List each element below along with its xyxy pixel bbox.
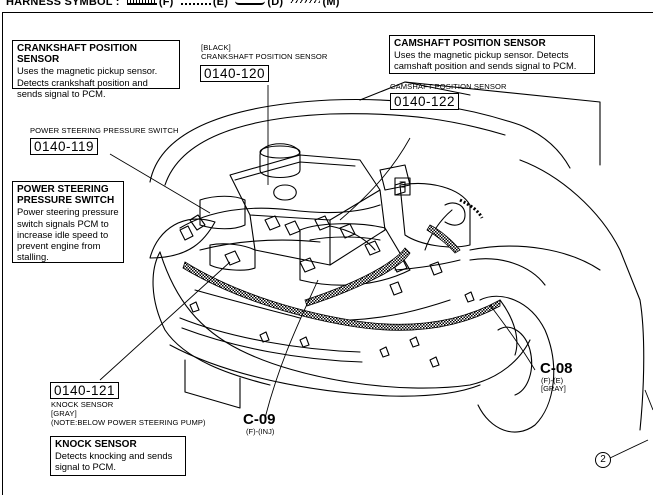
crankshaft-description-box: CRANKSHAFT POSITION SENSOR Uses the magn…	[12, 40, 180, 99]
camshaft-code: 0140-122	[390, 93, 460, 110]
knock-description-box: KNOCK SENSOR Detects knocking and sends …	[50, 436, 186, 476]
harness-symbol-m-icon	[290, 0, 321, 3]
headlight-left	[149, 218, 216, 259]
diagram-frame	[2, 12, 653, 495]
crankshaft-title: CRANKSHAFT POSITION SENSOR	[17, 43, 137, 66]
crankshaft-body: Uses the magnetic pickup sensor. Detects…	[17, 65, 158, 99]
leader-camshaft	[339, 137, 411, 221]
knock-code: 0140-121	[50, 382, 120, 399]
legend-label-e: (E)	[212, 0, 229, 8]
harness-intake	[304, 247, 411, 307]
lower-bumper	[169, 344, 481, 397]
leader-power-steering	[109, 153, 211, 214]
harness-symbol-legend: HARNESS SYMBOL : (F) (E) (D) (M)	[6, 0, 340, 10]
camshaft-name-label: CAMSHAFT POSITION SENSOR	[390, 82, 507, 91]
knock-note-label: (NOTE:BELOW POWER STEERING PUMP)	[51, 418, 206, 427]
harness-symbol-d-icon	[235, 0, 266, 5]
power-steering-code: 0140-119	[30, 138, 99, 155]
reservoir	[259, 143, 301, 179]
intake-manifold	[299, 223, 411, 286]
callout-2: 2	[595, 452, 611, 468]
crankshaft-code: 0140-120	[200, 65, 270, 82]
power-steering-title: POWER STEERING PRESSURE SWITCH	[17, 184, 115, 207]
power-steering-body: Power steering pressure switch signals P…	[17, 206, 119, 263]
right-fender	[519, 159, 645, 431]
camshaft-title: CAMSHAFT POSITION SENSOR	[394, 38, 546, 49]
leader-c09	[264, 279, 319, 419]
windshield	[359, 81, 601, 166]
air-intake	[399, 182, 471, 248]
harness-symbol-f-icon	[126, 0, 157, 5]
knock-title: KNOCK SENSOR	[55, 439, 137, 450]
crankshaft-color-label: [BLACK]	[201, 43, 231, 52]
front-tire	[477, 295, 555, 433]
harness-symbol-e-icon	[180, 0, 211, 5]
connector-c08-sub1: (F)-(E)	[541, 376, 564, 385]
hood-inner	[164, 113, 506, 186]
legend-label-d: (D)	[267, 0, 284, 8]
front-bumper	[159, 251, 531, 389]
knock-body: Detects knocking and sends signal to PCM…	[55, 450, 173, 473]
connector-c08: C-08	[540, 360, 573, 377]
camshaft-body: Uses the magnetic pickup sensor. Detects…	[394, 49, 577, 72]
connector-c09: C-09	[243, 411, 276, 428]
grille	[179, 317, 361, 353]
leader-c08	[489, 304, 536, 371]
harness-front	[182, 261, 501, 331]
connector-c08-sub2: [GRAY]	[541, 384, 566, 393]
legend-label-f: (F)	[158, 0, 174, 8]
power-steering-description-box: POWER STEERING PRESSURE SWITCH Power ste…	[12, 181, 124, 263]
camshaft-description-box: CAMSHAFT POSITION SENSOR Uses the magnet…	[389, 35, 595, 74]
leader-knock	[99, 261, 231, 381]
strut-tower	[273, 184, 297, 201]
legend-title: HARNESS SYMBOL :	[6, 0, 120, 8]
knock-name-label: KNOCK SENSOR	[51, 400, 114, 409]
connector-c09-sub: (F)-(INJ)	[246, 427, 275, 436]
hood-outline	[149, 98, 571, 183]
knock-color-label: [GRAY]	[51, 409, 77, 418]
legend-label-m: (M)	[322, 0, 340, 8]
crankshaft-name-label: CRANKSHAFT POSITION SENSOR	[201, 52, 328, 61]
leader-callout-2	[609, 439, 649, 459]
power-steering-name-label: POWER STEERING PRESSURE SWITCH	[30, 126, 179, 135]
harness-right	[426, 224, 461, 254]
